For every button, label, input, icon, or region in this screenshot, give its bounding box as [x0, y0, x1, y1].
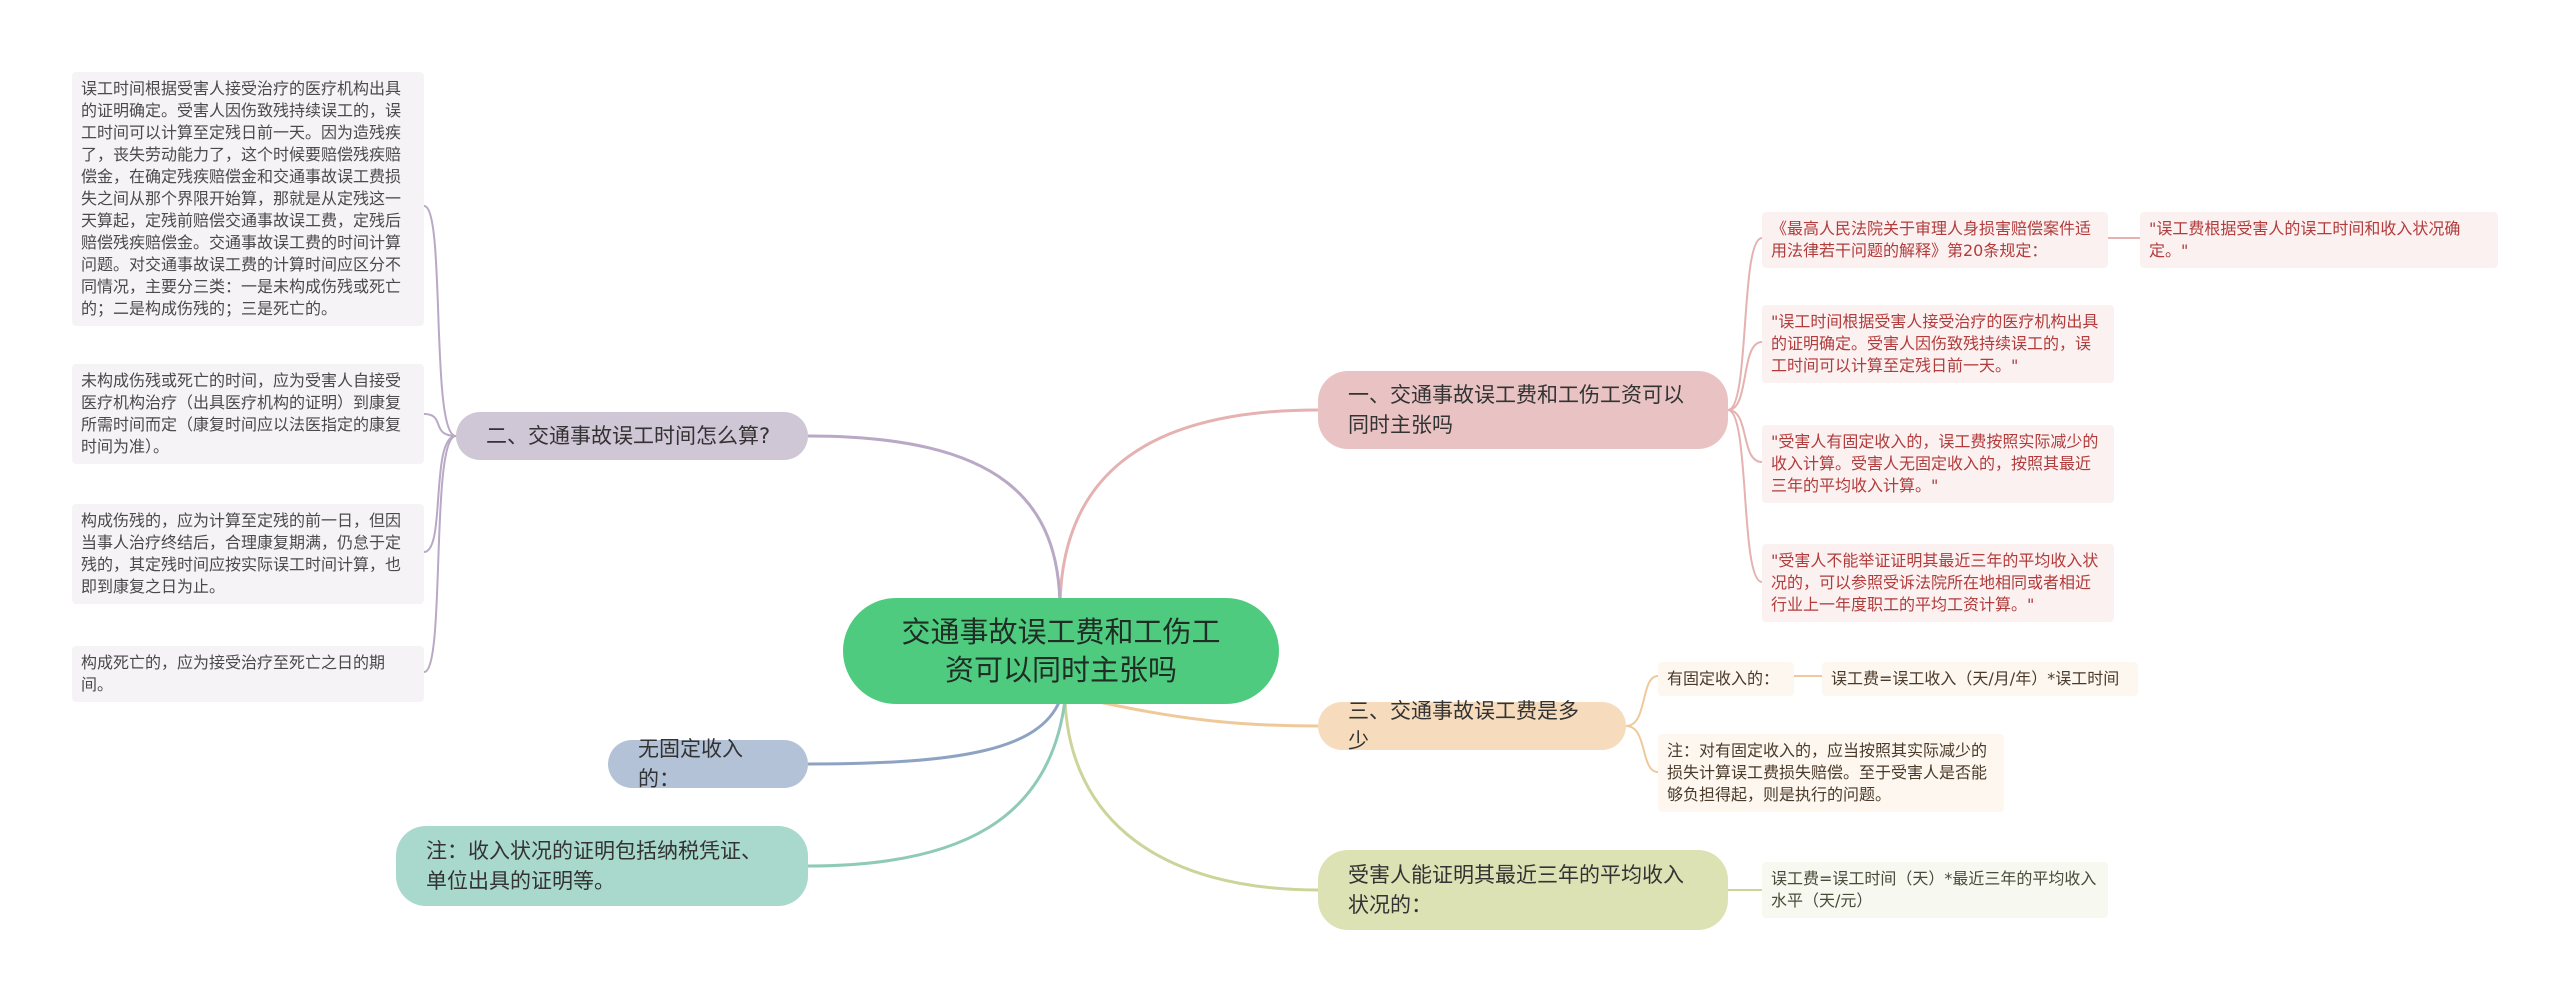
leaf-right1-4: "受害人不能举证证明其最近三年的平均收入状况的，可以参照受诉法院所在地相同或者相… [1762, 544, 2114, 622]
leaf-left1-3: 构成伤残的，应为计算至定残的前一日，但因当事人治疗终结后，合理康复期满，仍怠于定… [72, 504, 424, 604]
leaf-right2-sub: 误工费=误工收入（天/月/年）*误工时间 [1822, 662, 2138, 696]
branch-label: 三、交通事故误工费是多少 [1348, 699, 1579, 753]
branch-node-right2[interactable]: 三、交通事故误工费是多少 [1318, 699, 1626, 753]
leaf-right2-1: 有固定收入的： [1658, 662, 1794, 696]
link-right1-leaf3 [1727, 409, 1763, 463]
link-right1-leaf4 [1727, 409, 1763, 583]
leaf-right1-2: "误工时间根据受害人接受治疗的医疗机构出具的证明确定。受害人因伤致残持续误工的，… [1762, 305, 2114, 383]
leaf-right2-2: 注：对有固定收入的，应当按照其实际减少的损失计算误工费损失赔偿。至于受害人是否能… [1658, 734, 2004, 812]
link-left1-leaf3 [423, 435, 457, 553]
link-right1-leaf2 [1727, 341, 1763, 411]
branch-label: 无固定收入的： [638, 737, 743, 791]
leaf-right1-1: 《最高人民法院关于审理人身损害赔偿案件适用法律若干问题的解释》第20条规定： [1762, 212, 2108, 268]
link-root-right1 [1058, 408, 1319, 611]
branch-node-left1[interactable]: 二、交通事故误工时间怎么算? [456, 412, 808, 460]
branch-node-left2[interactable]: 无固定收入的： [608, 737, 808, 791]
link-root-right2 [1089, 698, 1319, 728]
branch-node-left3[interactable]: 注：收入状况的证明包括纳税凭证、单位出具的证明等。 [396, 826, 808, 906]
link-left1-leaf1 [423, 205, 457, 437]
branch-node-right1[interactable]: 一、交通事故误工费和工伤工资可以同时主张吗 [1318, 371, 1728, 449]
link-root-left3 [807, 699, 1067, 868]
branch-label: 二、交通事故误工时间怎么算? [486, 424, 771, 448]
branch-label: 受害人能证明其最近三年的平均收入状况的： [1348, 863, 1684, 917]
leaf-left1-2: 未构成伤残或死亡的时间，应为受害人自接受医疗机构治疗（出具医疗机构的证明）到康复… [72, 364, 424, 464]
leaf-right1-sub: "误工费根据受害人的误工时间和收入状况确定。" [2140, 212, 2498, 268]
link-root-left1 [807, 434, 1062, 611]
root-node[interactable]: 交通事故误工费和工伤工资可以同时主张吗 [843, 598, 1279, 704]
link-root-right3 [1063, 699, 1319, 892]
leaf-right1-3: "受害人有固定收入的，误工费按照实际减少的收入计算。受害人无固定收入的，按照其最… [1762, 425, 2114, 503]
link-right2-leaf2 [1625, 725, 1659, 773]
leaf-right3-1: 误工费=误工时间（天）*最近三年的平均收入水平（天/元） [1762, 862, 2108, 918]
root-label: 交通事故误工费和工伤工资可以同时主张吗 [901, 615, 1221, 687]
link-right1-leaf1 [1727, 237, 1763, 411]
branch-label: 注：收入状况的证明包括纳税凭证、单位出具的证明等。 [426, 839, 762, 893]
link-left1-leaf2 [423, 413, 457, 437]
link-root-left2 [807, 699, 1062, 766]
link-left1-leaf4 [423, 435, 457, 673]
link-right2-leaf1 [1625, 675, 1659, 727]
branch-node-right3[interactable]: 受害人能证明其最近三年的平均收入状况的： [1318, 850, 1728, 930]
branch-label: 一、交通事故误工费和工伤工资可以同时主张吗 [1348, 383, 1684, 437]
leaf-left1-1: 误工时间根据受害人接受治疗的医疗机构出具的证明确定。受害人因伤致残持续误工的，误… [72, 72, 424, 326]
leaf-left1-4: 构成死亡的，应为接受治疗至死亡之日的期间。 [72, 646, 424, 702]
